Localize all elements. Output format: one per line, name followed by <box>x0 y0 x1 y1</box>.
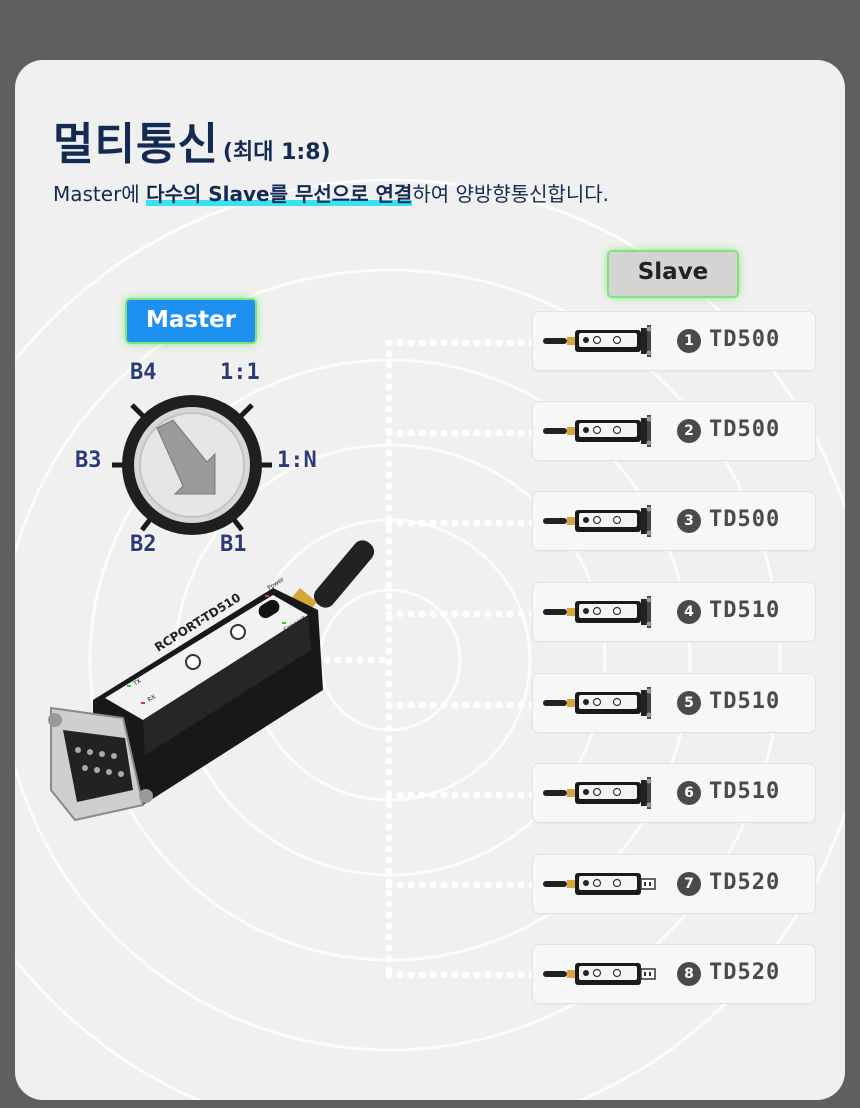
subtitle-suffix: 하여 양방향통신합니다. <box>412 182 610 206</box>
slave-device-image <box>543 415 652 447</box>
slave-row: 4 TD510 <box>533 583 815 641</box>
slave-row: 2 TD500 <box>533 402 815 460</box>
slave-model-label: TD500 <box>709 327 781 352</box>
rotary-dial-icon <box>112 395 272 535</box>
page-subtitle: Master에 다수의 Slave를 무선으로 연결하여 양방향통신합니다. <box>53 178 609 207</box>
title-suffix: (최대 1:8) <box>222 140 331 165</box>
slave-number-icon: 1 <box>677 329 701 353</box>
device-rx-label: RX <box>146 693 157 703</box>
slave-row: 7 TD520 <box>533 855 815 913</box>
dial-label-b3: B3 <box>75 448 102 473</box>
subtitle-prefix: Master에 <box>53 182 147 206</box>
master-device-image: RCPORT-TD510 Power Connect TX RX Reset <box>48 540 375 822</box>
slave-model-label: TD520 <box>709 870 781 895</box>
device-power-label: Power <box>266 576 286 592</box>
slave-model-label: TD510 <box>709 779 781 804</box>
master-badge: Master <box>127 300 255 342</box>
dial-label-1-1: 1:1 <box>220 360 260 385</box>
content-card: 멀티통신(최대 1:8) Master에 다수의 Slave를 무선으로 연결하… <box>15 60 845 1100</box>
slave-device-image <box>543 325 652 357</box>
device-tx-label: TX <box>132 678 143 689</box>
slave-device-image <box>543 873 656 895</box>
slave-number-icon: 3 <box>677 509 701 533</box>
slave-device-image <box>543 505 652 537</box>
slave-badge: Slave <box>609 252 737 296</box>
dial-label-b4: B4 <box>130 360 157 385</box>
slave-number-icon: 7 <box>677 872 701 896</box>
dial-label-1-n: 1:N <box>277 448 317 473</box>
slave-row: 5 TD510 <box>533 674 815 732</box>
slave-device-image <box>543 596 652 628</box>
slave-number-icon: 8 <box>677 962 701 986</box>
dial-label-b1: B1 <box>220 532 247 557</box>
slave-model-label: TD500 <box>709 507 781 532</box>
slave-row: 3 TD500 <box>533 492 815 550</box>
slave-row: 6 TD510 <box>533 764 815 822</box>
subtitle-highlight: 다수의 Slave를 무선으로 연결 <box>146 182 413 206</box>
slave-device-image <box>543 687 652 719</box>
slave-number-icon: 4 <box>677 600 701 624</box>
title-text: 멀티통신 <box>53 119 219 170</box>
dial-label-b2: B2 <box>130 532 157 557</box>
slave-device-image <box>543 777 652 809</box>
slave-row: 1 TD500 <box>533 312 815 370</box>
connection-lines <box>301 339 537 979</box>
slave-number-icon: 2 <box>677 419 701 443</box>
slave-number-icon: 5 <box>677 691 701 715</box>
slave-model-label: TD500 <box>709 417 781 442</box>
slave-device-image <box>543 963 656 985</box>
page-title: 멀티통신(최대 1:8) <box>53 108 331 172</box>
slave-row: 8 TD520 <box>533 945 815 1003</box>
slave-model-label: TD510 <box>709 689 781 714</box>
slave-model-label: TD510 <box>709 598 781 623</box>
slave-number-icon: 6 <box>677 781 701 805</box>
slave-model-label: TD520 <box>709 960 781 985</box>
